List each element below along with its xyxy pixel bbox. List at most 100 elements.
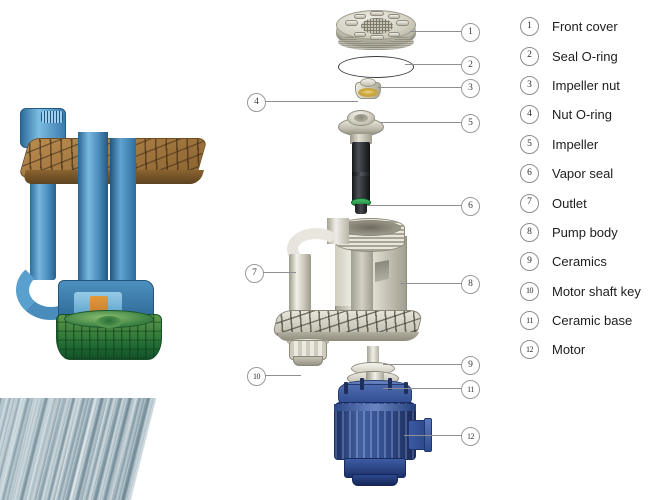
front-cover-slot (354, 32, 366, 37)
outlet-elbow-highlight (287, 228, 345, 270)
impeller-shaft-band (352, 172, 370, 176)
callout-leader-line (378, 87, 462, 88)
water-photo (0, 398, 232, 500)
callout-leader-line (263, 272, 296, 273)
section-impeller-hub (96, 316, 122, 328)
legend-item-pump-body[interactable]: 8 Pump body (520, 218, 660, 247)
section-column-rear (110, 138, 136, 308)
legend-label: Front cover (552, 19, 618, 35)
legend-item-ceramic-base[interactable]: 11 Ceramic base (520, 306, 660, 335)
motor-end-bell (352, 474, 398, 486)
front-cover-slot (345, 20, 358, 26)
legend-number: 9 (520, 252, 539, 272)
callout-leader-line (381, 122, 462, 123)
callout-marker[interactable]: 6 (461, 197, 480, 216)
impeller-nut-top (360, 78, 376, 87)
part-impeller (338, 110, 384, 214)
shaft-key-bottom (293, 356, 323, 366)
front-cover-slot (354, 14, 366, 19)
front-cover-screen (361, 18, 393, 34)
callout-leader-line (383, 364, 462, 365)
callout-marker[interactable]: 9 (461, 356, 480, 375)
parts-legend: 1 Front cover 2 Seal O-ring 3 Impeller n… (520, 12, 660, 365)
callout-marker[interactable]: 12 (461, 427, 480, 446)
legend-label: Ceramics (552, 254, 607, 270)
impeller-shaft-tip (355, 204, 367, 214)
legend-item-ceramics[interactable]: 9 Ceramics (520, 247, 660, 276)
impeller-head (338, 110, 384, 136)
legend-item-motor-shaft-key[interactable]: 10 Motor shaft key (520, 277, 660, 306)
part-motor-shaft-key (285, 338, 331, 368)
motor-housing-band (334, 404, 416, 411)
impeller-bore (354, 114, 368, 122)
legend-number: 1 (520, 17, 539, 37)
legend-number: 4 (520, 105, 539, 125)
legend-number: 11 (520, 311, 539, 331)
callout-leader-line (265, 101, 358, 102)
front-cover-slot (388, 32, 400, 37)
outlet-downpipe (289, 254, 311, 314)
legend-item-impeller[interactable]: 5 Impeller (520, 130, 660, 159)
front-cover-slot (396, 20, 409, 26)
front-cover-slot (388, 14, 400, 19)
callout-leader-line (410, 31, 462, 32)
callout-leader-line (265, 375, 301, 376)
legend-number: 12 (520, 340, 539, 360)
impeller-neck (350, 134, 372, 144)
section-pipe-screen (41, 111, 63, 123)
part-nut-oring (358, 88, 378, 97)
legend-label: Nut O-ring (552, 107, 612, 123)
legend-number: 10 (520, 281, 539, 301)
legend-item-impeller-nut[interactable]: 3 Impeller nut (520, 71, 660, 100)
callout-marker[interactable]: 3 (461, 79, 480, 98)
legend-label: Vapor seal (552, 166, 614, 182)
callout-marker[interactable]: 5 (461, 114, 480, 133)
legend-number: 2 (520, 46, 539, 66)
callout-marker[interactable]: 4 (247, 93, 266, 112)
motor-bolt (360, 378, 364, 390)
callout-leader-line (383, 388, 462, 389)
motor-bolt (388, 378, 392, 390)
pump-body-bore (351, 248, 373, 310)
legend-item-outlet[interactable]: 7 Outlet (520, 188, 660, 217)
legend-number: 3 (520, 75, 539, 95)
legend-number: 6 (520, 164, 539, 184)
front-cover-slot (370, 11, 384, 16)
legend-item-nut-oring[interactable]: 4 Nut O-ring (520, 100, 660, 129)
legend-label: Motor shaft key (552, 283, 641, 299)
legend-item-seal-oring[interactable]: 2 Seal O-ring (520, 41, 660, 70)
legend-label: Pump body (552, 224, 618, 240)
legend-label: Impeller (552, 136, 599, 152)
legend-label: Outlet (552, 195, 587, 211)
legend-label: Motor (552, 342, 586, 358)
part-seal-oring (338, 56, 414, 78)
water-surface (0, 398, 232, 500)
callout-leader-line (405, 64, 462, 65)
callout-marker[interactable]: 2 (461, 56, 480, 75)
pump-body-port (375, 260, 389, 282)
legend-item-front-cover[interactable]: 1 Front cover (520, 12, 660, 41)
legend-item-vapor-seal[interactable]: 6 Vapor seal (520, 159, 660, 188)
callout-marker[interactable]: 7 (245, 264, 264, 283)
legend-number: 8 (520, 222, 539, 242)
legend-label: Ceramic base (552, 313, 633, 329)
motor-bolt (344, 382, 348, 394)
callout-leader-line (367, 205, 462, 206)
callout-marker[interactable]: 10 (247, 367, 266, 386)
part-motor (320, 372, 432, 488)
callout-marker[interactable]: 11 (461, 380, 480, 399)
front-cover-slot (370, 35, 384, 40)
water-highlights (0, 398, 232, 500)
legend-number: 7 (520, 193, 539, 213)
front-cover-face (336, 10, 416, 40)
legend-number: 5 (520, 134, 539, 154)
callout-marker[interactable]: 8 (461, 275, 480, 294)
part-pump-body-assembly (271, 218, 424, 348)
callout-marker[interactable]: 1 (461, 23, 480, 42)
legend-item-motor[interactable]: 12 Motor (520, 335, 660, 364)
pump-section-view (12, 108, 212, 360)
legend-label: Impeller nut (552, 77, 620, 93)
callout-leader-line (400, 283, 462, 284)
legend-label: Seal O-ring (552, 48, 618, 64)
